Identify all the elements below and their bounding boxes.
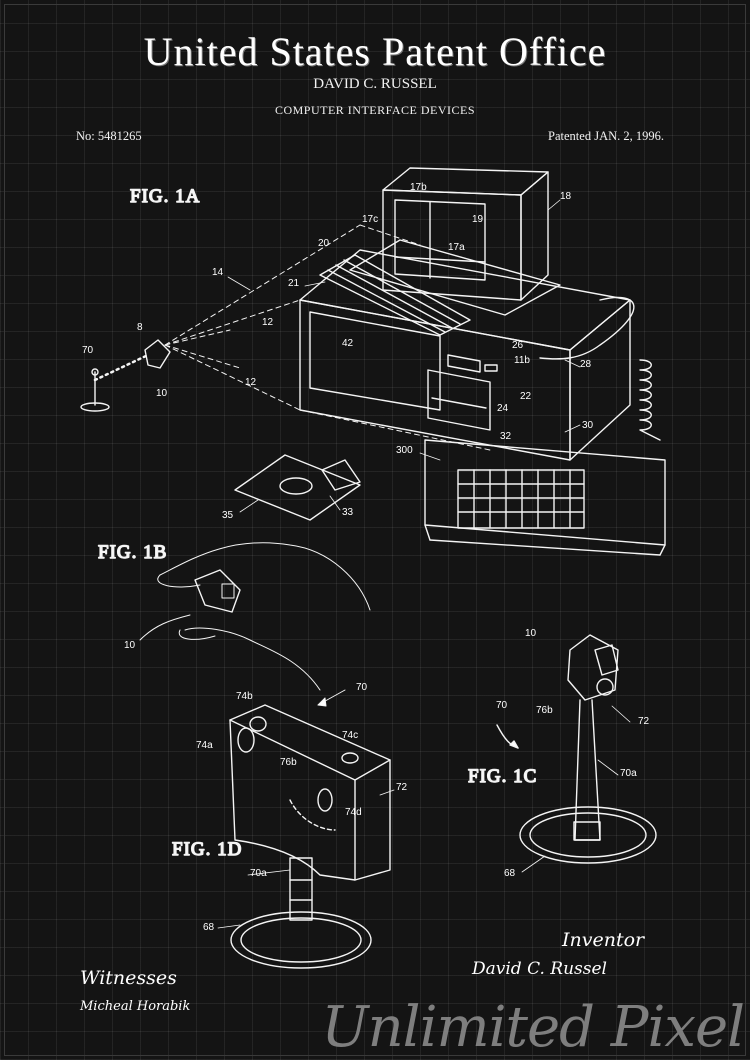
witness-signature: Micheal Horabik xyxy=(80,999,191,1014)
ref-22: 22 xyxy=(520,391,532,402)
sensor-device-drawing xyxy=(80,339,171,412)
ref-18: 18 xyxy=(560,191,572,202)
ref-74c: 74c xyxy=(342,730,358,741)
patent-number: No: 5481265 xyxy=(76,129,142,143)
ref-26: 26 xyxy=(512,340,524,351)
page-title: United States Patent Office xyxy=(143,29,607,74)
ref-74b: 74b xyxy=(236,691,253,702)
ref-12: 12 xyxy=(262,317,274,328)
joystick-drawing xyxy=(496,634,657,864)
ref-42: 42 xyxy=(342,338,354,349)
inventor-label: Inventor xyxy=(562,929,645,951)
ref-72: 72 xyxy=(396,782,408,793)
invention-title: COMPUTER INTERFACE DEVICES xyxy=(274,103,476,117)
sensor-closeup-drawing xyxy=(229,704,391,969)
ref-20: 20 xyxy=(318,238,330,249)
ref-8: 8 xyxy=(137,322,143,333)
ref-68: 68 xyxy=(203,922,215,933)
ref-28: 28 xyxy=(580,359,592,370)
ref-70a: 70a xyxy=(250,868,267,879)
ref-76b: 76b xyxy=(536,705,553,716)
ref-17a: 17a xyxy=(448,242,465,253)
fig-1a-label: FIG. 1A xyxy=(130,186,200,207)
ref-70a: 70a xyxy=(620,768,637,779)
ref-70: 70 xyxy=(496,700,508,711)
inventor-signature: David C. Russel xyxy=(472,959,607,979)
ref-10: 10 xyxy=(124,640,136,651)
ref-11b: 11b xyxy=(514,355,530,366)
ref-32: 32 xyxy=(500,431,512,442)
poster-frame xyxy=(4,4,746,1056)
hand-drawing xyxy=(139,542,371,707)
ref-72: 72 xyxy=(638,716,650,727)
monitor-drawing xyxy=(349,167,561,316)
ref-70: 70 xyxy=(82,345,94,356)
computer-case-drawing xyxy=(299,249,635,461)
fig-1c-label: FIG. 1C xyxy=(468,766,537,787)
ref-76b: 76b xyxy=(280,757,297,768)
ref-74d: 74d xyxy=(345,807,362,818)
ref-35: 35 xyxy=(222,510,234,521)
reference-numerals: 14 20 21 8 70 10 12 12 42 17b 17c 19 17a… xyxy=(82,182,650,933)
ref-30: 30 xyxy=(582,420,594,431)
fig-1d-label: FIG. 1D xyxy=(172,839,242,860)
ref-10: 10 xyxy=(525,628,537,639)
patent-date: Patented JAN. 2, 1996. xyxy=(548,129,664,143)
inventor-name: DAVID C. RUSSEL xyxy=(313,76,437,92)
ref-19: 19 xyxy=(472,214,484,225)
ref-70: 70 xyxy=(356,682,368,693)
coiled-cable-drawing xyxy=(639,359,661,441)
ref-24: 24 xyxy=(497,403,509,414)
ref-17c: 17c xyxy=(362,214,378,225)
fig-1b-label: FIG. 1B xyxy=(98,542,167,563)
mousepad-drawing xyxy=(234,454,361,521)
ref-300: 300 xyxy=(396,445,413,456)
witnesses-label: Witnesses xyxy=(80,967,177,989)
ref-74a: 74a xyxy=(196,740,213,751)
ref-68: 68 xyxy=(504,868,516,879)
ref-10: 10 xyxy=(156,388,168,399)
keyboard-drawing xyxy=(424,439,666,556)
watermark: Unlimited Pixel xyxy=(321,995,745,1060)
ref-33: 33 xyxy=(342,507,354,518)
ref-17b: 17b xyxy=(410,182,427,193)
ref-14: 14 xyxy=(212,267,224,278)
ref-21: 21 xyxy=(288,278,300,289)
ref-12: 12 xyxy=(245,377,257,388)
leader-lines xyxy=(217,199,631,929)
sensor-field-lines xyxy=(93,224,491,451)
